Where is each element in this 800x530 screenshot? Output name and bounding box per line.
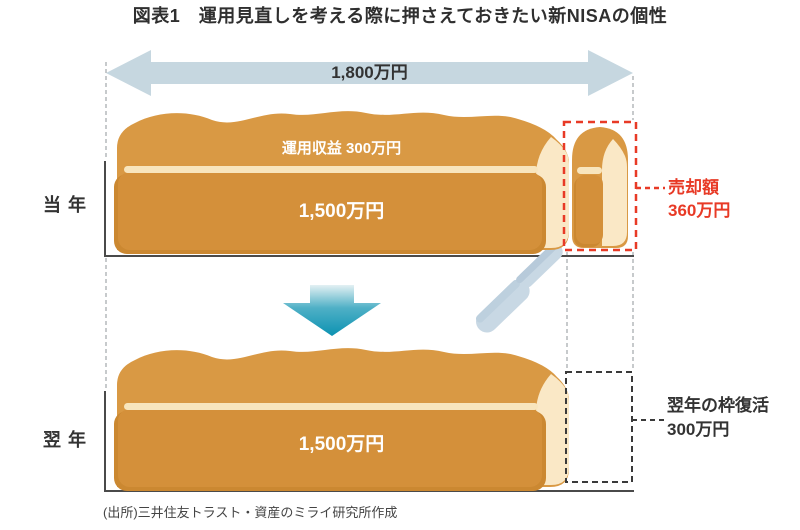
guide-lines — [105, 62, 634, 390]
bread-loaf-current-year — [114, 111, 569, 255]
row-label-next-year: 翌年 — [43, 430, 93, 450]
current-loaf-principal-label: 1,500万円 — [298, 201, 385, 222]
figure-title: 図表1 運用見直しを考える際に押さえておきたい新NISAの個性 — [132, 6, 668, 26]
sale-callout-amount: 360万円 — [668, 201, 731, 220]
next-year-axis — [104, 391, 634, 492]
restored-slot-box — [565, 371, 633, 483]
restore-callout-title: 翌年の枠復活 — [667, 396, 769, 415]
knife-icon — [475, 242, 563, 333]
down-arrow-icon — [283, 285, 381, 336]
source-note: (出所)三井住友トラスト・資産のミライ研究所作成 — [103, 505, 398, 520]
restore-callout: 翌年の枠復活 300万円 — [667, 394, 769, 442]
current-year-axis — [104, 161, 634, 257]
sale-callout: 売却額 360万円 — [668, 176, 730, 222]
sale-callout-title: 売却額 — [668, 178, 719, 197]
restore-callout-amount: 300万円 — [667, 420, 730, 439]
sale-highlight-box — [562, 120, 638, 252]
bread-loaf-next-year — [114, 348, 569, 491]
capacity-arrow-label: 1,800万円 — [331, 63, 408, 82]
current-loaf-gain-label: 運用収益 300万円 — [281, 140, 402, 157]
row-label-current-year: 当年 — [43, 195, 93, 215]
bread-slice — [572, 127, 628, 248]
capacity-arrow-shape — [106, 50, 633, 96]
next-loaf-principal-label: 1,500万円 — [298, 434, 385, 455]
